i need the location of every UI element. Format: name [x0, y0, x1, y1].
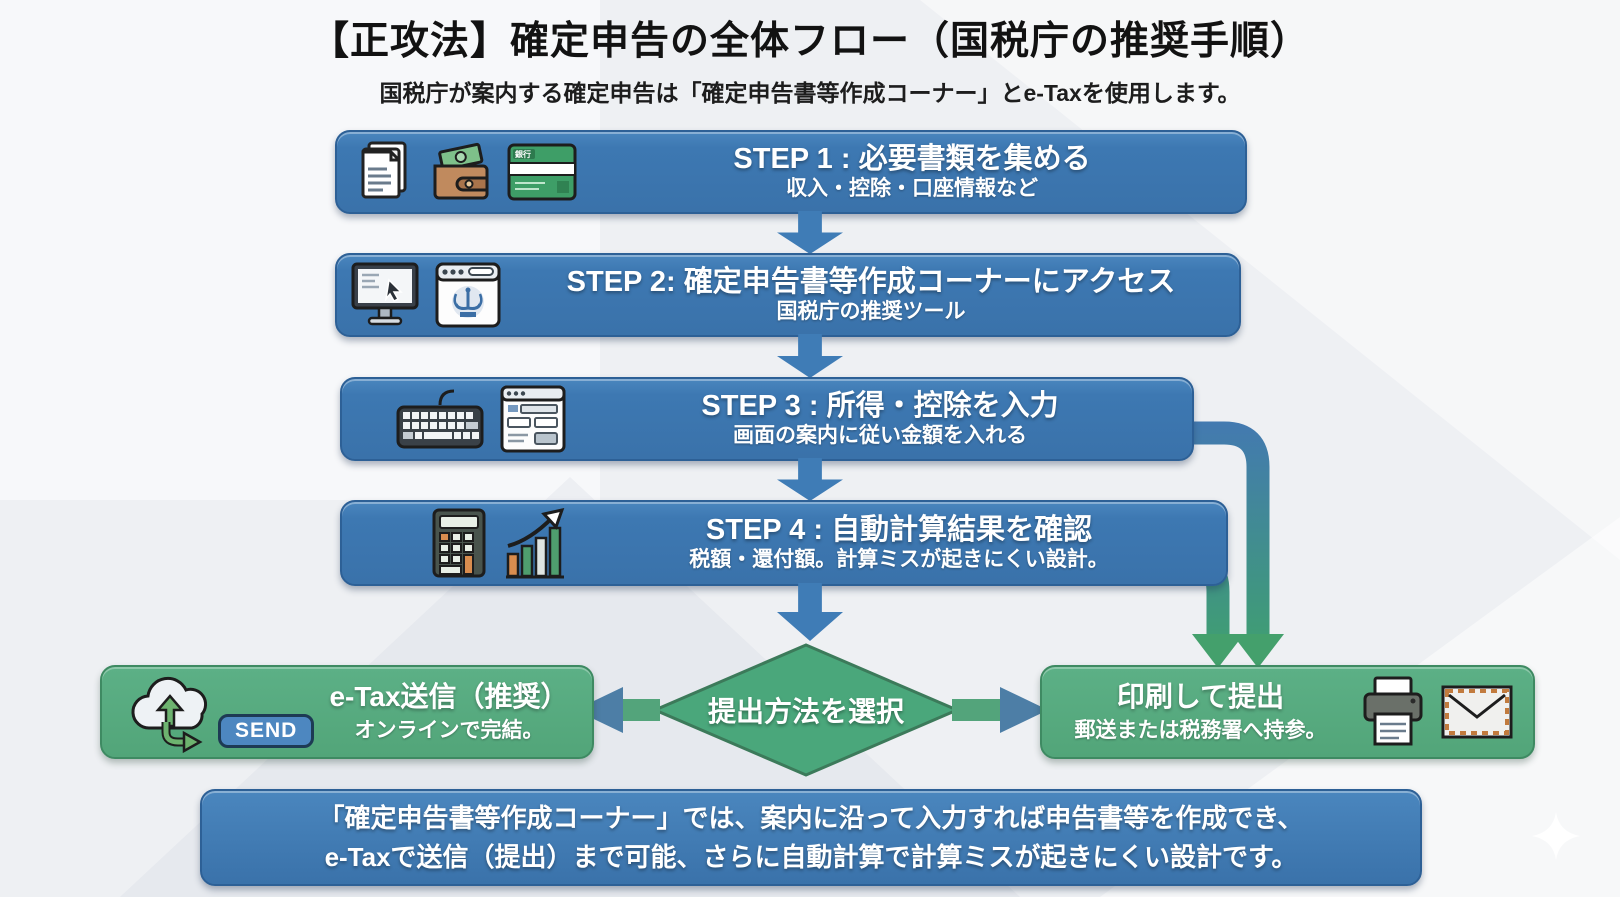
step4-box: STEP 4 : 自動計算結果を確認 税額・還付額。計算ミスが起きにくい設計。: [340, 500, 1228, 586]
step3-icons: [394, 383, 568, 455]
step3-title: STEP 3 : 所得・控除を入力: [701, 389, 1059, 422]
print-subtitle: 郵送または税務署へ持参。: [1074, 718, 1327, 742]
branch-arrow-step4-head: [1192, 634, 1244, 668]
page-title: 【正攻法】確定申告の全体フロー（国税庁の推奨手順）: [309, 20, 1310, 63]
flow-arrow-down-2: [777, 334, 843, 378]
printer-icon: [1363, 676, 1423, 746]
envelope-icon: [1441, 685, 1513, 739]
step1-title: STEP 1 : 必要書類を集める: [733, 142, 1091, 175]
etax-box: SEND e-Tax送信（推奨） オンラインで完結。: [100, 665, 594, 759]
monitor-icon: [351, 262, 419, 326]
branch-arrow-step3-head: [1232, 634, 1284, 668]
step4-subtitle: 税額・還付額。計算ミスが起きにくい設計。: [689, 548, 1109, 572]
flow-arrow-right-shaft: [952, 699, 1004, 721]
footer-line-2: e-Taxで送信（提出）まで可能、さらに自動計算で計算ミスが起きにくい設計です。: [324, 841, 1298, 872]
bankbook-icon: 銀行: [507, 143, 577, 201]
flow-arrow-down-4: [777, 583, 843, 641]
decision-diamond: 提出方法を選択: [651, 642, 961, 778]
print-icons: [1359, 674, 1515, 750]
step2-title: STEP 2: 確定申告書等作成コーナーにアクセス: [566, 265, 1176, 298]
step3-text: STEP 3 : 所得・控除を入力 画面の案内に従い金額を入れる: [568, 390, 1192, 449]
wallet-icon: [433, 142, 489, 200]
step3-subtitle: 画面の案内に従い金額を入れる: [733, 424, 1027, 448]
page-subtitle: 国税庁が案内する確定申告は「確定申告書等作成コーナー」とe-Taxを使用します。: [379, 80, 1241, 106]
print-box: 印刷して提出 郵送または税務署へ持参。: [1040, 665, 1535, 759]
step1-box: 銀行 STEP 1 : 必要書類を集める 収入・控除・口座情報など: [335, 130, 1247, 214]
footer-line-1: 「確定申告書等作成コーナー」では、案内に沿って入力すれば申告書等を作成でき、: [318, 802, 1304, 833]
step2-box: STEP 2: 確定申告書等作成コーナーにアクセス 国税庁の推奨ツール: [335, 253, 1241, 337]
keyboard-icon: [396, 389, 484, 449]
decision-diamond-shape: [651, 643, 961, 777]
browser-emblem-icon: [435, 262, 501, 328]
cloud-upload-icon: [131, 676, 208, 754]
step3-box: STEP 3 : 所得・控除を入力 画面の案内に従い金額を入れる: [340, 377, 1194, 461]
footer-note-box: 「確定申告書等作成コーナー」では、案内に沿って入力すれば申告書等を作成でき、 e…: [200, 789, 1422, 886]
flow-arrow-left-shaft: [620, 699, 660, 721]
step4-title: STEP 4 : 自動計算結果を確認: [705, 513, 1093, 546]
decision-label: 提出方法を選択: [707, 696, 904, 727]
step2-icons: [349, 260, 503, 330]
form-icon: [500, 385, 566, 453]
step4-icons: [428, 506, 572, 580]
step2-subtitle: 国税庁の推奨ツール: [776, 300, 966, 324]
etax-text: e-Tax送信（推奨） オンラインで完結。: [306, 680, 592, 744]
step1-subtitle: 収入・控除・口座情報など: [786, 177, 1038, 201]
etax-title: e-Tax送信（推奨）: [329, 681, 569, 713]
sparkle-icon: [1532, 812, 1580, 860]
step2-text: STEP 2: 確定申告書等作成コーナーにアクセス 国税庁の推奨ツール: [503, 266, 1239, 325]
flow-arrow-down-1: [777, 211, 843, 254]
step1-text: STEP 1 : 必要書類を集める 収入・控除・口座情報など: [579, 143, 1245, 202]
send-badge: SEND: [218, 714, 315, 748]
documents-icon: [361, 141, 407, 199]
print-text: 印刷して提出 郵送または税務署へ持参。: [1042, 680, 1359, 744]
calculator-icon: [432, 508, 486, 578]
svg-text:銀行: 銀行: [514, 149, 531, 159]
step4-text: STEP 4 : 自動計算結果を確認 税額・還付額。計算ミスが起きにくい設計。: [572, 514, 1226, 573]
etax-subtitle: オンラインで完結。: [354, 718, 544, 742]
step1-icons: 銀行: [355, 139, 579, 205]
flow-arrow-down-3: [777, 458, 843, 501]
growth-chart-icon: [506, 507, 565, 579]
print-title: 印刷して提出: [1116, 681, 1285, 713]
etax-icons: SEND: [126, 670, 315, 754]
